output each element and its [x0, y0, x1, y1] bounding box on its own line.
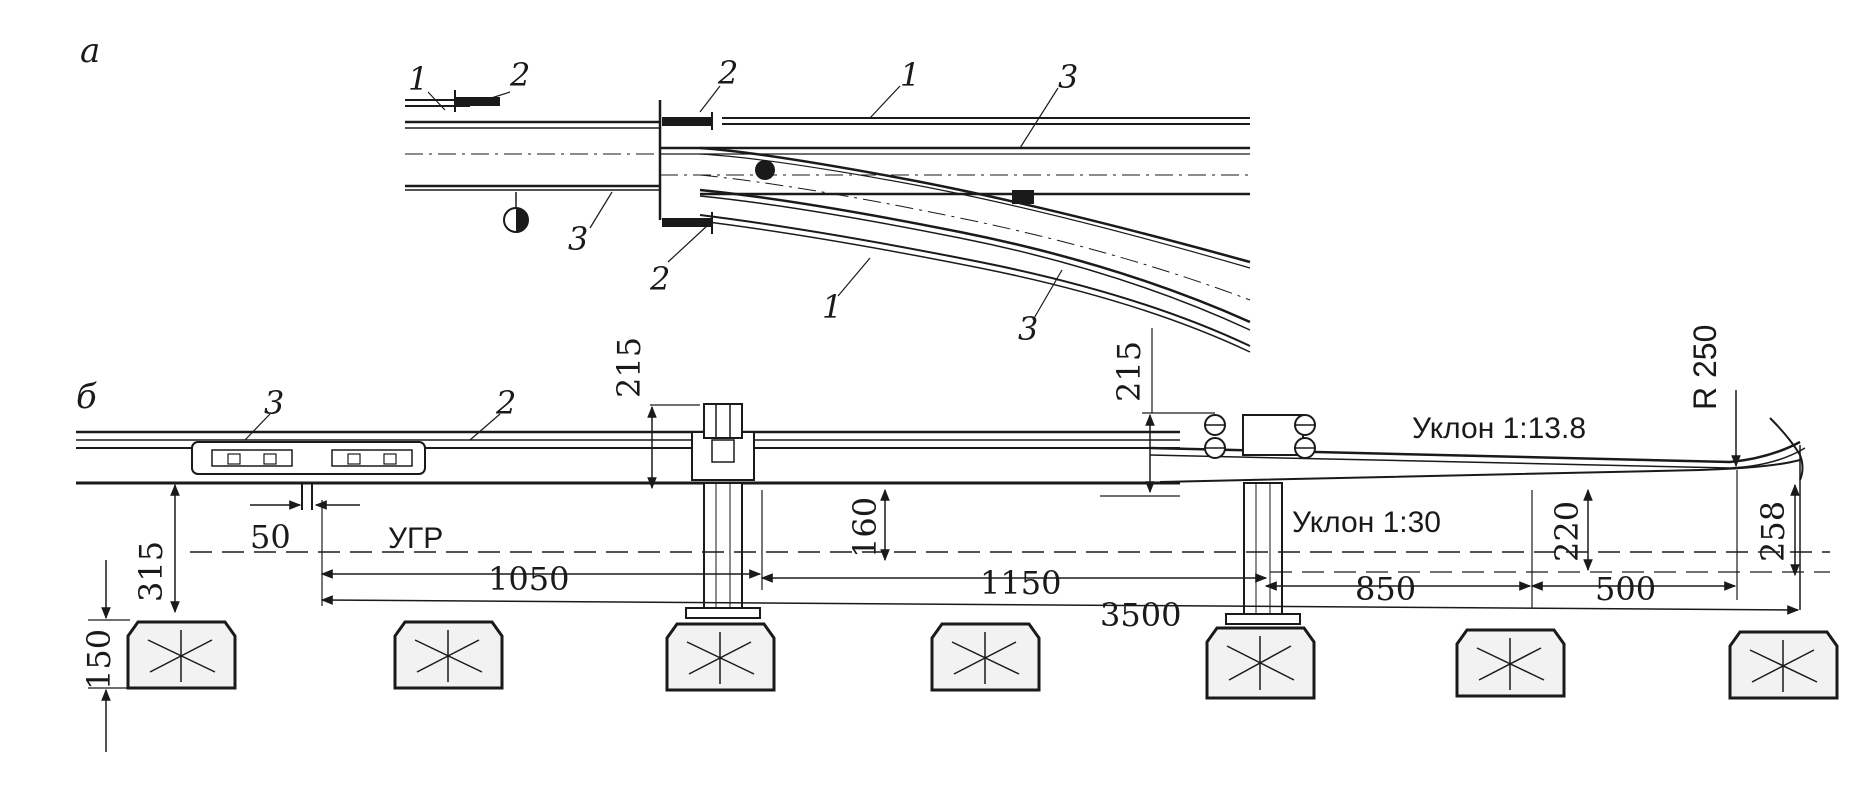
main-track [405, 100, 662, 220]
sleeper [930, 622, 1041, 692]
callout-a-2-left: 2 [509, 56, 530, 94]
lining-block-left [455, 97, 500, 106]
dim-1050: 1050 [488, 560, 569, 598]
sleeper [126, 620, 237, 690]
dim-160: 160 [846, 497, 884, 558]
radius-label: R 250 [1687, 325, 1723, 410]
slope-upper-label: Уклон 1:13.8 [1412, 412, 1586, 445]
panel-a: а [80, 31, 1251, 353]
callout-a-3-bottom: 3 [1018, 310, 1038, 348]
sleeper [1205, 626, 1316, 700]
callout-a-1-bottom: 1 [822, 288, 842, 326]
fastening-middle [685, 403, 761, 619]
sleeper [665, 622, 776, 692]
sleepers [126, 620, 1839, 700]
dim-258: 258 [1754, 501, 1792, 562]
signal-dot-upper [755, 160, 775, 180]
dim-3500: 3500 [1100, 596, 1181, 634]
joint-bar-left [191, 441, 426, 475]
callout-a-2-top: 2 [717, 54, 738, 92]
callout-a-3-top: 3 [1058, 58, 1078, 96]
sleeper [1455, 628, 1566, 698]
panel-b: б [76, 325, 1839, 752]
sleeper [393, 620, 504, 690]
dim-150: 150 [80, 629, 118, 690]
ugr-label: УГР [388, 522, 443, 555]
callout-a-3-left: 3 [568, 220, 588, 258]
dim-315: 315 [132, 541, 170, 602]
dim-1150: 1150 [980, 564, 1061, 602]
sleeper [1728, 630, 1839, 700]
panel-b-label: б [76, 377, 97, 417]
callout-b-2: 2 [495, 384, 516, 422]
callout-a-2-bottom: 2 [649, 260, 670, 298]
dim-850: 850 [1355, 570, 1416, 608]
dim-215-right: 215 [1110, 341, 1148, 402]
dim-50: 50 [250, 518, 291, 556]
dim-500: 500 [1595, 570, 1656, 608]
callout-a-1-top: 1 [900, 56, 920, 94]
frog-marker [1012, 190, 1034, 204]
dim-215-left: 215 [610, 337, 648, 398]
slope-lower-label: Уклон 1:30 [1292, 506, 1441, 539]
lining-block-bottom [662, 218, 712, 227]
callout-b-3: 3 [264, 384, 284, 422]
diverging-rails [699, 146, 1251, 353]
dim-220: 220 [1548, 501, 1586, 562]
dimension-lines [88, 328, 1800, 752]
callout-a-1-left: 1 [408, 60, 428, 98]
panel-a-label: а [80, 31, 100, 71]
